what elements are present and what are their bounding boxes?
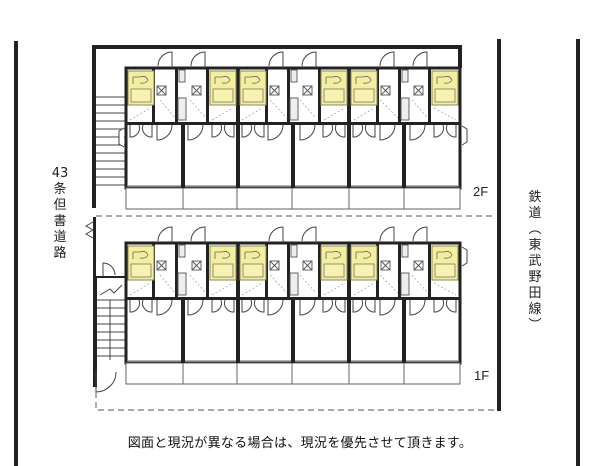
- railway-label-char: 東: [528, 238, 542, 253]
- railway-label-char: 田: [528, 286, 542, 301]
- railway-line-left: [497, 39, 501, 411]
- floor-1f: [84, 217, 496, 411]
- floor-2f: [92, 45, 468, 210]
- road-label-char: 書: [53, 214, 67, 229]
- road-label: 43 条 但 書 道 路: [51, 166, 69, 262]
- railway-label-char: 鉄: [528, 190, 542, 205]
- railway-label-char: ︶: [528, 318, 542, 333]
- railway-label-char: 線: [528, 302, 542, 317]
- railway-label-char: 道: [528, 206, 542, 221]
- floor-label-1f: 1F: [474, 368, 490, 383]
- road-label-char: 条: [53, 182, 67, 197]
- floor-label-2f: 2F: [473, 184, 489, 199]
- road-label-char: 道: [53, 230, 67, 245]
- railway-label-char: 武: [528, 254, 542, 269]
- railway-line-right: [576, 39, 580, 466]
- road-label-char: 但: [53, 198, 67, 213]
- railway-label-char: ︵: [528, 222, 542, 237]
- railway-label-char: 野: [528, 270, 542, 285]
- road-label-char: 43: [51, 166, 69, 181]
- railway-label: 鉄 道 ︵ 東 武 野 田 線 ︶: [526, 190, 544, 334]
- road-label-char: 路: [53, 246, 67, 261]
- disclaimer-notice: 図面と現況が異なる場合は、現況を優先させて頂きます。: [127, 436, 473, 451]
- left-road-line: [14, 41, 18, 466]
